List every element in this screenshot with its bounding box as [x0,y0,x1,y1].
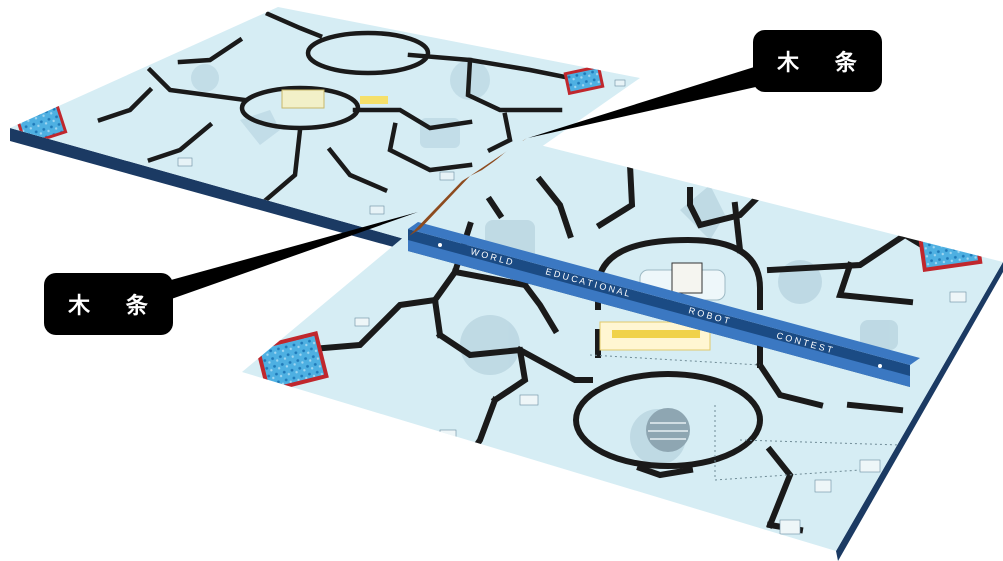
banner-surface [408,222,920,365]
wood-strip-bottom [409,176,470,236]
contest-banner: W O R L D E D U C A T I O N A L R O B O … [408,222,920,387]
banner-dot-left [438,243,442,247]
callout-bottom-pointer [160,212,418,303]
banner-dot-right [878,364,882,368]
upper-start-zone-right [563,64,605,96]
callout-top-pointer [528,62,778,138]
lower-mat-track [255,161,983,535]
lower-start-zone-right [917,224,983,272]
upper-mat-left-edge [10,128,408,251]
callout-wood-strip-top: 木 条 [753,30,882,92]
callout-wood-strip-bottom: 木 条 [44,273,173,335]
lower-start-zone-left [255,330,329,394]
lower-mat-right-edge [836,262,1003,561]
